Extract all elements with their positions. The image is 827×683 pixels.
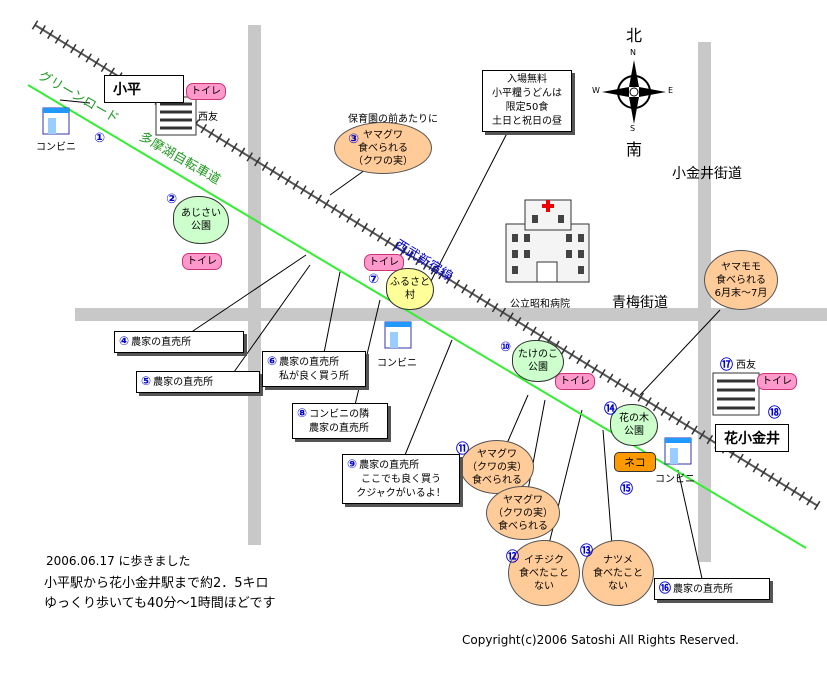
- spot-3-note: 保育園の前あたりに: [348, 114, 438, 125]
- marker-11: ⑪: [456, 442, 470, 457]
- label-seiyu-2: 西友: [736, 360, 756, 371]
- marker-2: ②: [166, 192, 178, 207]
- toilet-badge: トイレ: [364, 254, 404, 271]
- road-label-ome: 青梅街道: [612, 295, 668, 311]
- green-road-line: [27, 84, 807, 549]
- road-ome-kaido: [75, 308, 827, 321]
- label-seiyu-1: 西友: [198, 112, 218, 123]
- spot-11-yamaguwa: ヤマグワ（クワの実）食べられる: [460, 440, 534, 494]
- compass-s: S: [630, 124, 636, 133]
- footer-distance: 小平駅から花小金井駅まで約2．5キロ: [44, 576, 269, 591]
- convenience-store-icon-3: [664, 437, 692, 465]
- hospital-building: [505, 199, 590, 283]
- road-label-koganei: 小金井街道: [672, 166, 742, 182]
- info-box-free-udon: 入場無料小平糧うどんは限定50食土日と祝日の昼: [482, 70, 572, 132]
- station-hanakoganei: 花小金井: [715, 424, 789, 452]
- spot-3-yamaguwa: ヤマグワ食べられる（クワの実）: [334, 122, 432, 174]
- toilet-badge: トイレ: [186, 83, 226, 100]
- marker-1: ①: [94, 131, 106, 146]
- footer-date: 2006.06.17 に歩きました: [46, 554, 191, 568]
- compass-south-kanji: 南: [626, 140, 643, 159]
- spot-14-hananoki-park: 花の木公園: [610, 404, 658, 446]
- marker-3: ③: [348, 132, 360, 147]
- road-vertical-right: [698, 42, 711, 562]
- spot-12-ichijiku: イチジク食べたことない: [508, 540, 580, 606]
- label-convenience-1: コンビニ: [36, 142, 76, 153]
- footer-time: ゆっくり歩いても40分〜1時間ほどです: [44, 596, 276, 611]
- seiyu-building-1: [155, 96, 197, 136]
- spot-7-furusato-village: ふるさと村: [386, 268, 434, 310]
- toilet-badge: トイレ: [555, 373, 595, 390]
- marker-17: ⑰: [720, 358, 734, 373]
- toilet-badge: トイレ: [757, 373, 797, 390]
- label-convenience-2: コンビニ: [377, 358, 417, 369]
- spot-10-takenoko-park: たけのこ公園: [512, 340, 564, 382]
- marker-13: ⑬: [580, 544, 594, 559]
- seiyu-building-2: [712, 372, 760, 416]
- spot-13-natsume: ナツメ食べたことない: [582, 540, 654, 606]
- toilet-badge: トイレ: [182, 253, 222, 270]
- label-convenience-3: コンビニ: [655, 474, 695, 485]
- convenience-store-icon-2: [384, 321, 412, 349]
- marker-14: ⑭: [604, 402, 618, 417]
- label-hospital: 公立昭和病院: [510, 299, 570, 310]
- marker-12: ⑫: [506, 550, 520, 565]
- marker-10: ⑩: [500, 340, 512, 355]
- marker-7: ⑦: [368, 272, 380, 287]
- spot-2-ajisai-park: あじさい公園: [173, 196, 229, 244]
- marker-18: ⑱: [768, 406, 782, 421]
- station-kodaira: 小平: [104, 75, 184, 103]
- neko-badge: ネコ: [614, 452, 656, 472]
- spot-11b-yamaguwa: ヤマグワ（クワの実）食べられる: [486, 486, 560, 540]
- road-vertical-left: [248, 25, 261, 545]
- compass-w: W: [592, 86, 600, 95]
- compass-icon: [602, 60, 666, 124]
- compass-north-kanji: 北: [626, 26, 643, 45]
- footer-copyright: Copyright(c)2006 Satoshi All Rights Rese…: [462, 633, 739, 647]
- compass-e: E: [668, 86, 674, 95]
- marker-15: ⑮: [620, 482, 634, 497]
- convenience-store-icon-1: [42, 107, 70, 135]
- compass-n: N: [630, 48, 636, 57]
